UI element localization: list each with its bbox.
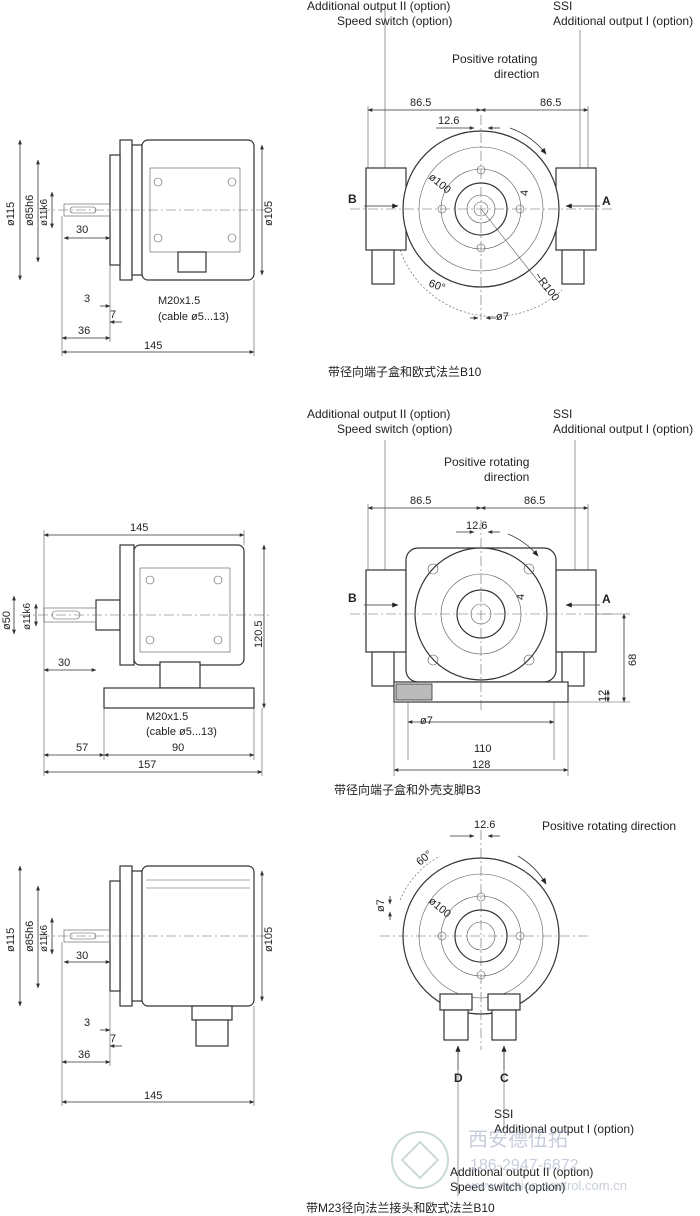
dim-d7-s3: ø7 — [375, 899, 387, 912]
label-direction: direction — [494, 67, 539, 81]
label-speed-switch: Speed switch (option) — [337, 14, 452, 28]
dim-d7-s2: ø7 — [420, 715, 433, 727]
label-positive-rotating-direction-s3: Positive rotating direction — [542, 819, 676, 833]
side-view-2: 145 ø50 ø11k6 120.5 30 M20x1.5 (cable ø5… — [1, 522, 270, 776]
dim-r100: ~R100 — [532, 270, 562, 303]
arrow-b-s2: B — [348, 591, 357, 605]
dim-60: 60° — [427, 278, 447, 295]
dim-68: 68 — [627, 654, 639, 666]
label-cable: (cable ø5...13) — [158, 311, 229, 323]
dim-d7: ø7 — [496, 311, 509, 323]
label-thread: M20x1.5 — [158, 295, 200, 307]
dim-d50: ø50 — [1, 611, 13, 630]
label-ssi-s3: SSI — [494, 1107, 513, 1121]
front-view-1: Additional output II (option) Speed swit… — [307, 0, 693, 323]
label-additional-output-2-s2: Additional output II (option) — [307, 407, 450, 421]
dim-30-s3: 30 — [76, 950, 88, 962]
label-ssi-s2: SSI — [553, 407, 572, 421]
dim-145-2: 145 — [130, 522, 148, 534]
dim-3: 3 — [84, 293, 90, 305]
arrow-c: C — [500, 1071, 509, 1085]
dim-36-s3: 36 — [78, 1049, 90, 1061]
dim-4: 4 — [519, 190, 531, 196]
dim-7: 7 — [110, 309, 116, 321]
label-cable-2: (cable ø5...13) — [146, 726, 217, 738]
label-positive-rotating-s2: Positive rotating — [444, 455, 529, 469]
label-additional-output-1: Additional output I (option) — [553, 14, 693, 28]
dim-7-s3: 7 — [110, 1033, 116, 1045]
label-additional-output-2-s3: Additional output II (option) — [450, 1165, 593, 1179]
dim-d11-s3: ø11k6 — [39, 925, 50, 952]
watermark-logo-icon — [391, 1131, 449, 1189]
dim-12-6-s3: 12.6 — [474, 819, 495, 831]
dim-12-6-s2: 12.6 — [466, 520, 487, 532]
section-1: ø115 ø85h6 ø11k6 ø105 30 3 7 36 145 M20x… — [5, 0, 693, 379]
dim-157: 157 — [138, 759, 156, 771]
side-view-1: ø115 ø85h6 ø11k6 ø105 30 3 7 36 145 M20x… — [5, 139, 275, 356]
label-ssi: SSI — [553, 0, 572, 13]
caption-2: 带径向端子盒和外壳支脚B3 — [334, 782, 481, 797]
dim-d11: ø11k6 — [39, 199, 50, 226]
label-additional-output-1-s3: Additional output I (option) — [494, 1122, 634, 1136]
dim-d115-s3: ø115 — [5, 928, 17, 952]
label-thread-2: M20x1.5 — [146, 711, 188, 723]
dim-d105-s3: ø105 — [263, 927, 275, 952]
dim-d105: ø105 — [263, 201, 275, 226]
caption-3: 带M23径向法兰接头和欧式法兰B10 — [306, 1200, 495, 1215]
dim-d85: ø85h6 — [24, 195, 36, 226]
label-additional-output-1-s2: Additional output I (option) — [553, 422, 693, 436]
dim-12: 12 — [597, 690, 609, 702]
dim-145: 145 — [144, 340, 162, 352]
label-additional-output-2: Additional output II (option) — [307, 0, 450, 13]
label-speed-switch-s2: Speed switch (option) — [337, 422, 452, 436]
dim-60-s3: 60° — [414, 848, 434, 868]
caption-1: 带径向端子盒和欧式法兰B10 — [328, 364, 482, 379]
dim-120-5: 120.5 — [253, 620, 265, 648]
front-view-3: Positive rotating direction 12.6 60° ø7 … — [375, 819, 676, 1196]
dim-145-s3: 145 — [144, 1090, 162, 1102]
dim-3-s3: 3 — [84, 1017, 90, 1029]
watermark-company: 西安德伍拓 — [468, 1128, 568, 1151]
dim-4-s2: 4 — [515, 594, 527, 600]
dim-128: 128 — [472, 759, 490, 771]
dim-57: 57 — [76, 742, 88, 754]
dim-86-5-left-s2: 86.5 — [410, 495, 431, 507]
dim-30-2: 30 — [58, 657, 70, 669]
section-3: ø115 ø85h6 ø11k6 ø105 30 3 7 36 145 — [5, 819, 676, 1215]
front-view-2: Additional output II (option) Speed swit… — [307, 407, 693, 776]
watermark-phone: 186-2947-6872 — [470, 1157, 579, 1174]
label-speed-switch-s3: Speed switch (option) — [450, 1180, 565, 1194]
dim-110: 110 — [474, 743, 492, 755]
dim-d85-s3: ø85h6 — [24, 921, 36, 952]
dim-12-6: 12.6 — [438, 115, 459, 127]
side-view-3: ø115 ø85h6 ø11k6 ø105 30 3 7 36 145 — [5, 865, 275, 1106]
arrow-b: B — [348, 192, 357, 206]
dim-d11-2: ø11k6 — [22, 603, 33, 630]
arrow-a: A — [602, 194, 611, 208]
watermark-url: www.motion-control.com.cn — [467, 1178, 627, 1193]
dim-90: 90 — [172, 742, 184, 754]
label-direction-s2: direction — [484, 470, 529, 484]
dim-36: 36 — [78, 325, 90, 337]
arrow-a-s2: A — [602, 592, 611, 606]
watermark: 西安德伍拓 186-2947-6872 www.motion-control.c… — [391, 1128, 627, 1193]
dim-86-5-left: 86.5 — [410, 97, 431, 109]
dim-86-5-right-s2: 86.5 — [524, 495, 545, 507]
label-positive-rotating: Positive rotating — [452, 52, 537, 66]
section-2: 145 ø50 ø11k6 120.5 30 M20x1.5 (cable ø5… — [1, 407, 693, 797]
dim-d115: ø115 — [5, 202, 17, 226]
arrow-d: D — [454, 1071, 463, 1085]
dim-86-5-right: 86.5 — [540, 97, 561, 109]
dim-30: 30 — [76, 224, 88, 236]
